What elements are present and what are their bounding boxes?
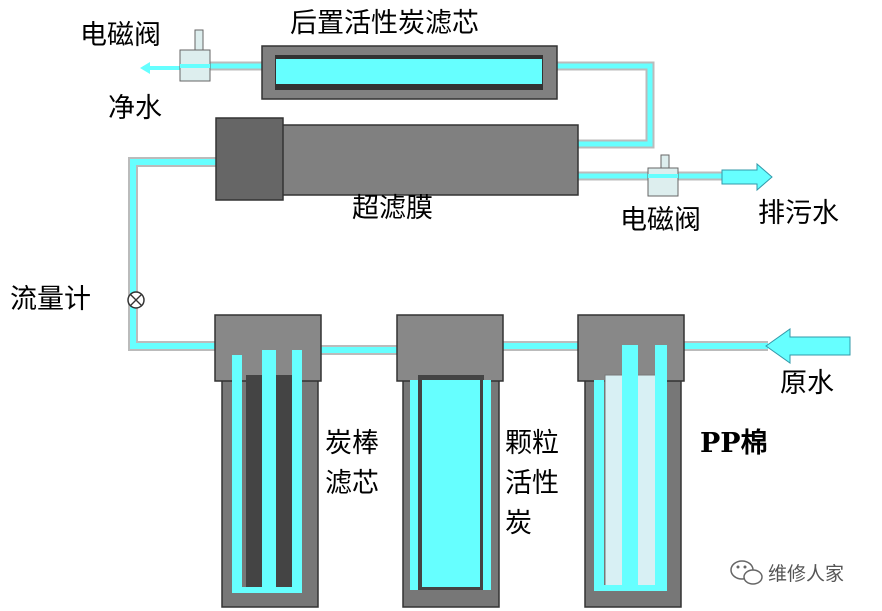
carbon-block-label-line2: 滤芯 <box>325 468 379 499</box>
gac-label-line2: 活性 <box>505 468 559 499</box>
raw-water-label: 原水 <box>780 368 834 399</box>
pure-water-label: 净水 <box>108 93 162 124</box>
waste-water-label: 排污水 <box>758 198 839 229</box>
flow-meter-icon <box>127 291 145 309</box>
carbon-block-housing <box>214 314 322 608</box>
gac-housing <box>396 314 504 608</box>
uf-membrane-label: 超滤膜 <box>352 193 433 224</box>
post-carbon-filter <box>261 45 558 100</box>
solenoid-valve-top <box>179 29 211 82</box>
solenoid-valve-top-label: 电磁阀 <box>80 20 161 51</box>
flow-meter-label: 流量计 <box>10 284 91 315</box>
pipe-carbon-to-uf <box>128 157 236 351</box>
post-carbon-label: 后置活性炭滤芯 <box>290 8 479 39</box>
solenoid-valve-right-label: 电磁阀 <box>620 205 701 236</box>
pipe-post-filter-to-uf <box>557 61 655 149</box>
gac-label-line1: 颗粒 <box>505 428 559 459</box>
raw-water-arrow-icon <box>765 328 851 364</box>
waste-water-arrow-icon <box>721 162 773 192</box>
watermark: 维修人家 <box>730 560 844 585</box>
gac-label-line3: 炭 <box>505 508 532 539</box>
pp-cotton-housing <box>577 314 685 608</box>
wechat-icon <box>730 560 763 585</box>
uf-membrane <box>215 117 579 201</box>
carbon-block-label-line1: 炭棒 <box>325 428 379 459</box>
pp-cotton-label: PP棉 <box>700 428 768 459</box>
watermark-text: 维修人家 <box>768 563 844 585</box>
solenoid-valve-right <box>647 154 679 197</box>
pure-water-arrow-icon <box>140 62 150 74</box>
